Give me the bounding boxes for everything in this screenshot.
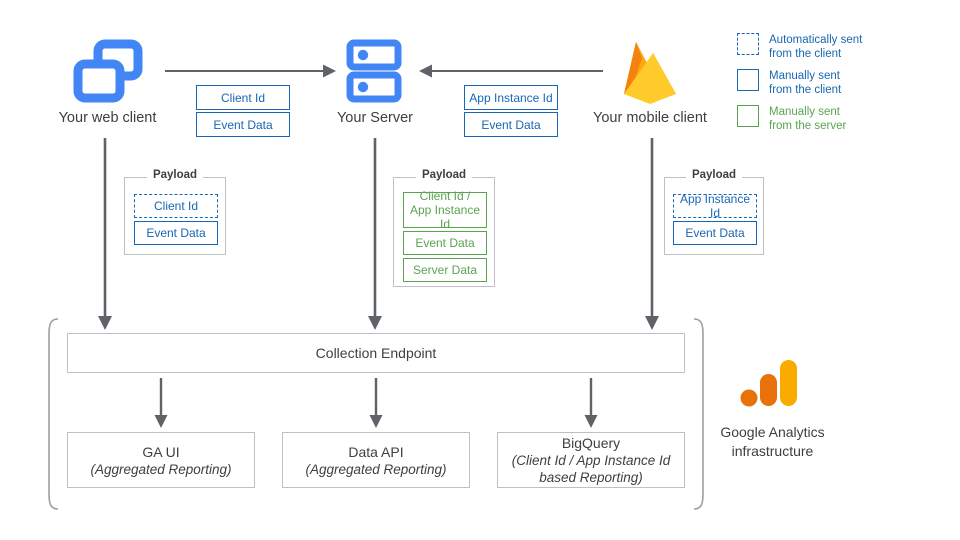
legend-item-manual-server: Manually sent from the server	[737, 105, 862, 133]
legend-label-line1: Manually sent	[769, 106, 840, 118]
legend-label-line1: Manually sent	[769, 70, 840, 82]
output-title: GA UI	[142, 443, 180, 460]
payload-item-server-data: Server Data	[403, 258, 487, 282]
payload-legend: Payload	[685, 169, 743, 181]
payload-item-client-or-app-instance-id: Client Id / App Instance Id	[403, 189, 487, 231]
legend-item-auto-client: Automatically sent from the client	[737, 33, 862, 61]
legend-label-line2: from the server	[769, 120, 847, 132]
google-analytics-logo	[740, 358, 804, 416]
arrow-mobile-to-server	[418, 62, 603, 80]
legend-swatch-dashed-blue	[737, 33, 759, 55]
payload-item-event-data: Event Data	[403, 231, 487, 255]
windows-icon	[72, 36, 144, 108]
legend: Automatically sent from the client Manua…	[737, 33, 862, 133]
output-title: Data API	[348, 443, 404, 460]
transfer-chip-event-data-mobile: Event Data	[464, 112, 558, 137]
arrow-endpoint-to-data-api	[367, 378, 385, 428]
collection-endpoint-label: Collection Endpoint	[315, 345, 437, 361]
legend-label-line2: from the client	[769, 48, 842, 60]
collection-endpoint-box: Collection Endpoint	[67, 333, 685, 373]
arrow-endpoint-to-bigquery	[582, 378, 600, 428]
ga-infrastructure-line1: Google Analytics	[720, 424, 825, 440]
payload-item-line2: App Instance Id	[409, 203, 481, 231]
ga-infrastructure-line2: infrastructure	[731, 443, 814, 459]
output-title: BigQuery	[561, 435, 621, 451]
transfer-chip-app-instance-id: App Instance Id	[464, 85, 558, 110]
server-payload-box: Payload Client Id / App Instance Id Even…	[393, 169, 495, 287]
server-icon	[345, 39, 407, 106]
arrow-server-to-endpoint	[366, 138, 384, 330]
output-subtitle: (Aggregated Reporting)	[90, 461, 232, 477]
infrastructure-bracket-left	[44, 318, 60, 510]
output-box-data-api: Data API (Aggregated Reporting)	[282, 432, 470, 488]
payload-item-client-id: Client Id	[134, 194, 218, 218]
output-box-bigquery: BigQuery (Client Id / App Instance Id ba…	[497, 432, 685, 488]
ga-infrastructure-label: Google Analytics infrastructure	[690, 423, 855, 461]
transfer-chip-client-id: Client Id	[196, 85, 290, 110]
payload-legend: Payload	[146, 169, 204, 181]
arrow-web-to-server	[165, 62, 337, 80]
transfer-chip-event-data: Event Data	[196, 112, 290, 137]
arrow-web-to-endpoint	[96, 138, 114, 330]
payload-legend: Payload	[415, 169, 473, 181]
arrow-endpoint-to-ga-ui	[152, 378, 170, 428]
output-box-ga-ui: GA UI (Aggregated Reporting)	[67, 432, 255, 488]
firebase-icon	[618, 36, 682, 108]
output-subtitle: (Aggregated Reporting)	[305, 461, 447, 477]
mobile-payload-box: Payload App Instance Id Event Data	[664, 169, 764, 255]
legend-label-line2: from the client	[769, 84, 842, 96]
payload-item-event-data: Event Data	[673, 221, 757, 245]
output-subtitle-2: based Reporting)	[539, 470, 643, 485]
web-payload-box: Payload Client Id Event Data	[124, 169, 226, 255]
infrastructure-bracket-right	[692, 318, 708, 510]
legend-label-line1: Automatically sent	[769, 34, 863, 46]
legend-item-manual-client: Manually sent from the client	[737, 69, 862, 97]
web-client-label: Your web client	[58, 110, 157, 126]
output-subtitle: (Client Id / App Instance Id	[511, 453, 671, 468]
arrow-mobile-to-endpoint	[643, 138, 661, 330]
server-label: Your Server	[336, 110, 414, 126]
legend-swatch-solid-blue	[737, 69, 759, 91]
mobile-client-label: Your mobile client	[593, 110, 707, 126]
payload-item-app-instance-id: App Instance Id	[673, 192, 757, 220]
payload-item-event-data: Event Data	[134, 221, 218, 245]
payload-item-line1: Client Id /	[419, 189, 471, 203]
legend-swatch-solid-green	[737, 105, 759, 127]
